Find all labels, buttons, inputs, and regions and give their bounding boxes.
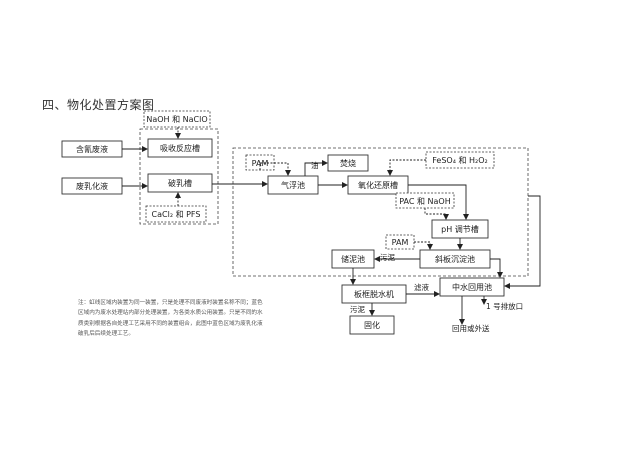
svg-text:固化: 固化 bbox=[364, 320, 380, 330]
oil-label: 油 bbox=[311, 160, 319, 170]
absorb-reaction-tank-box: 吸收反应槽 bbox=[147, 138, 213, 158]
shared-device-region-left bbox=[139, 128, 219, 225]
emulsion-waste-box: 废乳化液 bbox=[61, 177, 123, 195]
diagram-note: 注：虹线区域内装置为同一装置，只是处理不同废液时装置名称不同；蓝色 区域内为废水… bbox=[78, 298, 310, 340]
svg-text:废乳化液: 废乳化液 bbox=[76, 181, 108, 191]
arrow-pam-to-settle bbox=[414, 241, 433, 250]
pac-naoh-box: PAC 和 NaOH bbox=[395, 192, 455, 209]
note-line: 质类别根据各自处理工艺采用不同的装置组合，此图中蓝色区域为废乳化液 bbox=[78, 320, 263, 327]
shared-treatment-region bbox=[232, 147, 529, 277]
incinerate-box: 焚烧 bbox=[327, 154, 369, 172]
redox-tank-box: 氧化还原槽 bbox=[347, 175, 409, 195]
sludge-pool-box: 储泥池 bbox=[331, 249, 375, 269]
svg-text:NaOH 和 NaClO: NaOH 和 NaClO bbox=[146, 115, 207, 124]
demulsify-tank-box: 破乳槽 bbox=[147, 173, 213, 193]
sludge-label-2: 污泥 bbox=[350, 305, 365, 314]
filter-press-box: 板框脱水机 bbox=[341, 284, 407, 304]
incline-settling-tank-box: 斜板沉淀池 bbox=[419, 249, 491, 269]
note-line: 区域内为废水处理站内部分处理装置，为各类水质公用装置。只是不同的水 bbox=[78, 310, 263, 317]
svg-text:焚烧: 焚烧 bbox=[340, 158, 356, 168]
air-flotation-box: 气浮池 bbox=[267, 175, 319, 195]
section-title: 四、物化处置方案图 bbox=[42, 98, 155, 112]
ph-adjust-tank-box: pH 调节槽 bbox=[431, 219, 489, 239]
svg-text:FeSO₄ 和 H₂O₂: FeSO₄ 和 H₂O₂ bbox=[432, 156, 487, 165]
note-line: 注：虹线区域内装置为同一装置，只是处理不同废液时装置名称不同；蓝色 bbox=[78, 300, 263, 306]
filtrate-label: 滤液 bbox=[414, 282, 429, 292]
svg-text:CaCl₂ 和 PFS: CaCl₂ 和 PFS bbox=[152, 210, 201, 219]
svg-text:含氰废液: 含氰废液 bbox=[76, 144, 108, 154]
feso4-h2o2-box: FeSO₄ 和 H₂O₂ bbox=[425, 151, 495, 169]
solidify-box: 固化 bbox=[349, 315, 395, 335]
svg-text:吸收反应槽: 吸收反应槽 bbox=[160, 143, 200, 153]
svg-text:气浮池: 气浮池 bbox=[281, 180, 305, 190]
svg-text:破乳槽: 破乳槽 bbox=[168, 178, 192, 188]
svg-text:中水回用池: 中水回用池 bbox=[452, 282, 492, 292]
arrow-flotation-oil-to-incinerate bbox=[304, 160, 328, 176]
arrow-redox-to-ph bbox=[408, 184, 469, 220]
svg-text:储泥池: 储泥池 bbox=[341, 254, 365, 264]
svg-text:板框脱水机: 板框脱水机 bbox=[354, 289, 394, 299]
svg-text:pH 调节槽: pH 调节槽 bbox=[441, 224, 479, 234]
arrow-feso4-to-redox bbox=[387, 159, 426, 176]
discharge-outlet-label: 1 号排放口 bbox=[486, 301, 523, 311]
arrow-pac-to-ph bbox=[424, 208, 449, 220]
svg-text:PAM: PAM bbox=[252, 159, 269, 168]
pam-mid-box: PAM bbox=[385, 234, 415, 250]
midwater-reuse-pool-box: 中水回用池 bbox=[439, 277, 505, 297]
cacl2-pfs-box: CaCl₂ 和 PFS bbox=[145, 205, 207, 223]
sludge-label: 污泥 bbox=[380, 253, 395, 262]
reuse-label: 回用或外送 bbox=[452, 323, 490, 333]
svg-text:PAM: PAM bbox=[392, 238, 409, 247]
pam-top-box: PAM bbox=[245, 154, 275, 171]
arrow-settle-to-midwater bbox=[490, 258, 503, 278]
arrow-recycle-to-midwater bbox=[504, 195, 541, 289]
note-line: 破乳后后续处理工艺。 bbox=[78, 331, 134, 338]
svg-text:氧化还原槽: 氧化还原槽 bbox=[358, 180, 398, 190]
naoh-naclo-box: NaOH 和 NaClO bbox=[143, 110, 211, 128]
arrow-pam-to-flotation bbox=[259, 162, 291, 176]
cyanide-waste-box: 含氰废液 bbox=[61, 140, 123, 158]
svg-text:PAC 和 NaOH: PAC 和 NaOH bbox=[399, 197, 451, 206]
svg-text:斜板沉淀池: 斜板沉淀池 bbox=[435, 254, 475, 264]
